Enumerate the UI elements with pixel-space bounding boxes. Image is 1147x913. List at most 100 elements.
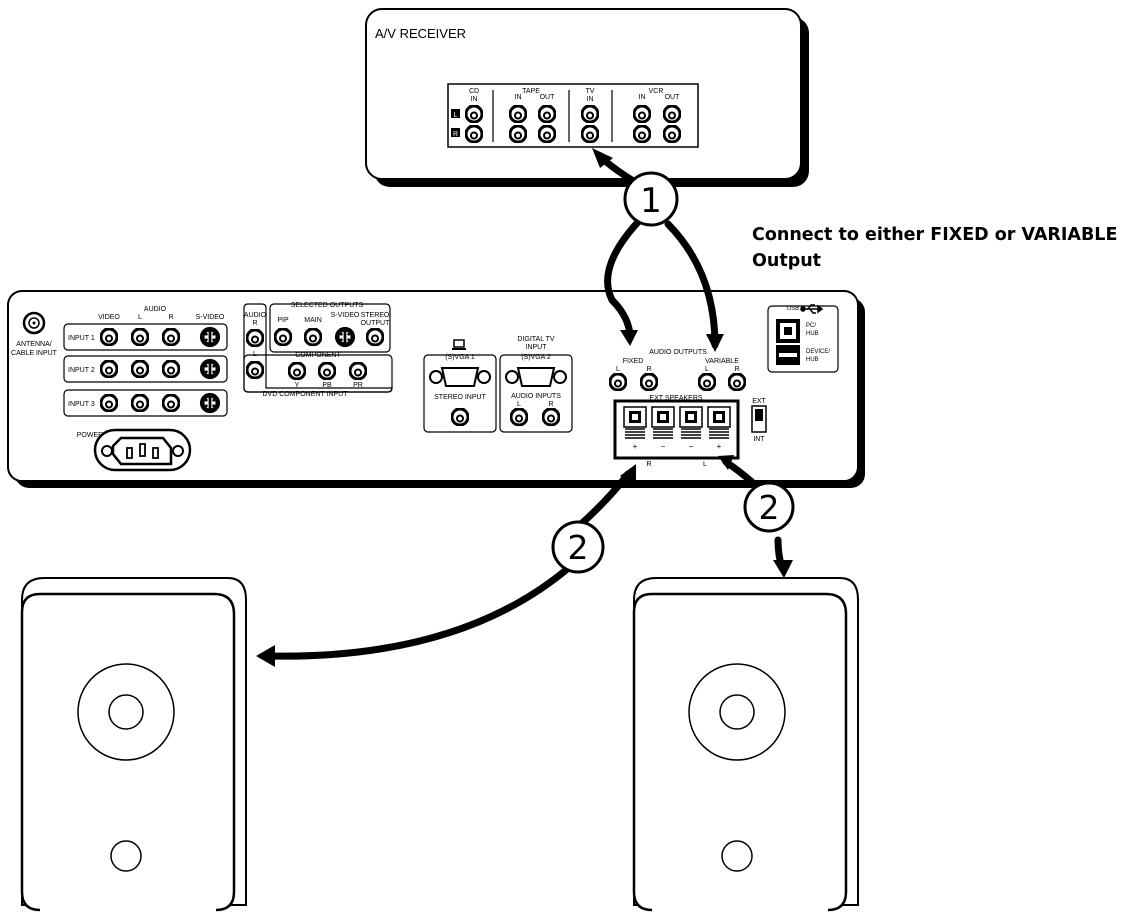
main-label: MAIN bbox=[304, 317, 322, 324]
cable-left-to-terminal bbox=[576, 470, 632, 529]
audio-outputs-group: AUDIO OUTPUTS FIXED VARIABLE L R L R bbox=[609, 349, 746, 391]
receiver-tape-out-label: OUT bbox=[540, 94, 556, 101]
dvd-component-input-label: DVD COMPONENT INPUT bbox=[262, 391, 348, 398]
digital-tv-label: DIGITAL TV bbox=[517, 336, 555, 343]
instruction-line-2: Output bbox=[752, 251, 822, 271]
cable-to-left-speaker bbox=[264, 561, 576, 660]
pip-label: PIP bbox=[277, 317, 289, 324]
callout-2-right-number: 2 bbox=[759, 488, 780, 527]
audio-inputs-label: AUDIO INPUTS bbox=[511, 393, 561, 400]
arrowheads bbox=[256, 148, 793, 667]
usb-device-label: DEVICE/ bbox=[806, 349, 830, 355]
power-inlet: POWER bbox=[77, 428, 192, 472]
dvd-audio-l-label: L bbox=[253, 351, 257, 358]
connection-instruction: Connect to either FIXED or VARIABLE Outp… bbox=[752, 222, 1147, 274]
receiver-cd-label: CD bbox=[469, 88, 479, 95]
receiver-vcr-label: VCR bbox=[649, 88, 664, 95]
int-label: INT bbox=[753, 436, 765, 443]
right-speaker bbox=[632, 577, 859, 912]
svga1-group: (S)VGA 1 STEREO INPUT bbox=[423, 339, 497, 433]
left-speaker bbox=[20, 577, 247, 912]
svga2-label: (S)VGA 2 bbox=[521, 354, 551, 361]
receiver-jack-panel bbox=[447, 83, 699, 148]
av-audio-l-label: L bbox=[138, 314, 142, 321]
selected-outputs-label: SELECTED OUTPUTS bbox=[291, 302, 364, 309]
usb-group: USB PC/ HUB DEVICE/ HUB bbox=[767, 304, 839, 373]
usb-hub-label-2: HUB bbox=[806, 357, 819, 363]
fixed-l-label: L bbox=[616, 366, 620, 373]
av-receiver: A/V RECEIVER CD IN TAPE IN OUT TV IN VCR… bbox=[365, 8, 809, 187]
av-audio-r-label: R bbox=[168, 314, 173, 321]
input-2-row: INPUT 2 bbox=[63, 355, 228, 383]
input-2-label: INPUT 2 bbox=[68, 367, 95, 374]
av-video-label: VIDEO bbox=[98, 314, 120, 321]
dvd-component-group: AUDIO R L SELECTED OUTPUTS PIP MAIN S-VI… bbox=[243, 302, 393, 398]
variable-r-label: R bbox=[734, 366, 739, 373]
computer-icon bbox=[452, 339, 466, 350]
variable-l-label: L bbox=[705, 366, 709, 373]
output-label: OUTPUT bbox=[361, 320, 391, 327]
receiver-tv-in-label: IN bbox=[587, 96, 594, 103]
receiver-tape-in-label: IN bbox=[515, 94, 522, 101]
audio-outputs-label: AUDIO OUTPUTS bbox=[649, 349, 707, 356]
terminal-plus-1: + bbox=[633, 442, 638, 451]
receiver-left-badge-text: L bbox=[454, 112, 458, 119]
component-label: COMPONENT bbox=[295, 352, 341, 359]
instruction-line-1: Connect to either FIXED or VARIABLE bbox=[752, 225, 1118, 245]
digital-tv-group: DIGITAL TV INPUT (S)VGA 2 AUDIO INPUTS L… bbox=[499, 336, 573, 433]
stereo-label: STEREO bbox=[361, 312, 390, 319]
ext-label: EXT bbox=[752, 398, 766, 405]
ext-speakers-label: EXT SPEAKERS bbox=[649, 395, 703, 402]
callout-2-left-number: 2 bbox=[568, 528, 589, 567]
fixed-label: FIXED bbox=[623, 358, 644, 365]
antenna-label-2: CABLE INPUT bbox=[11, 350, 58, 357]
callout-2-left: 2 bbox=[551, 520, 605, 574]
terminal-minus-1: − bbox=[661, 442, 666, 451]
svga1-label: (S)VGA 1 bbox=[445, 354, 475, 361]
input-3-row: INPUT 3 bbox=[63, 389, 228, 417]
antenna-label-1: ANTENNA/ bbox=[16, 341, 51, 348]
pr-label: PR bbox=[353, 382, 363, 389]
usb-pc-label: PC/ bbox=[806, 323, 816, 329]
input-1-label: INPUT 1 bbox=[68, 335, 95, 342]
cable-to-fixed bbox=[604, 218, 642, 342]
power-label: POWER bbox=[77, 432, 103, 439]
usb-icon bbox=[800, 304, 824, 314]
digital-tv-input-label: INPUT bbox=[526, 344, 548, 351]
audio-inputs-l-label: L bbox=[517, 401, 521, 408]
terminal-minus-2: − bbox=[689, 442, 694, 451]
receiver-title: A/V RECEIVER bbox=[375, 26, 466, 41]
receiver-tape-label: TAPE bbox=[522, 88, 540, 95]
callout-2-right: 2 bbox=[743, 481, 795, 533]
ext-int-switch: EXT INT bbox=[751, 398, 767, 443]
antenna-input: ANTENNA/ CABLE INPUT bbox=[11, 311, 58, 357]
receiver-vcr-out-label: OUT bbox=[665, 94, 681, 101]
receiver-cd-in-label: IN bbox=[471, 96, 478, 103]
receiver-right-badge bbox=[451, 128, 460, 137]
dvd-audio-label: AUDIO bbox=[244, 312, 267, 319]
receiver-left-badge bbox=[451, 109, 460, 118]
speaker-l-label: L bbox=[703, 461, 707, 468]
av-svideo-label: S-VIDEO bbox=[196, 314, 225, 321]
pb-label: PB bbox=[322, 382, 332, 389]
ext-speakers-terminal: EXT SPEAKERS + − − + bbox=[613, 395, 740, 468]
dvd-audio-r-label: R bbox=[252, 320, 257, 327]
y-label: Y bbox=[295, 382, 300, 389]
left-speaker-tweeter bbox=[110, 840, 142, 872]
stereo-input-label: STEREO INPUT bbox=[434, 394, 486, 401]
av-audio-label: AUDIO bbox=[144, 306, 167, 313]
selected-svideo-label: S-VIDEO bbox=[331, 312, 360, 319]
cable-to-variable bbox=[664, 220, 719, 349]
right-speaker-tweeter bbox=[721, 840, 753, 872]
receiver-vcr-in-label: IN bbox=[639, 94, 646, 101]
usb-hub-label-1: HUB bbox=[806, 331, 819, 337]
input-3-label: INPUT 3 bbox=[68, 401, 95, 408]
receiver-tv-label: TV bbox=[586, 88, 595, 95]
variable-label: VARIABLE bbox=[705, 358, 739, 365]
fixed-r-label: R bbox=[646, 366, 651, 373]
callout-1-number: 1 bbox=[640, 181, 662, 221]
speaker-terminal-posts bbox=[623, 406, 731, 439]
receiver-right-badge-text: R bbox=[453, 131, 458, 138]
input-1-row: INPUT 1 bbox=[63, 323, 228, 351]
